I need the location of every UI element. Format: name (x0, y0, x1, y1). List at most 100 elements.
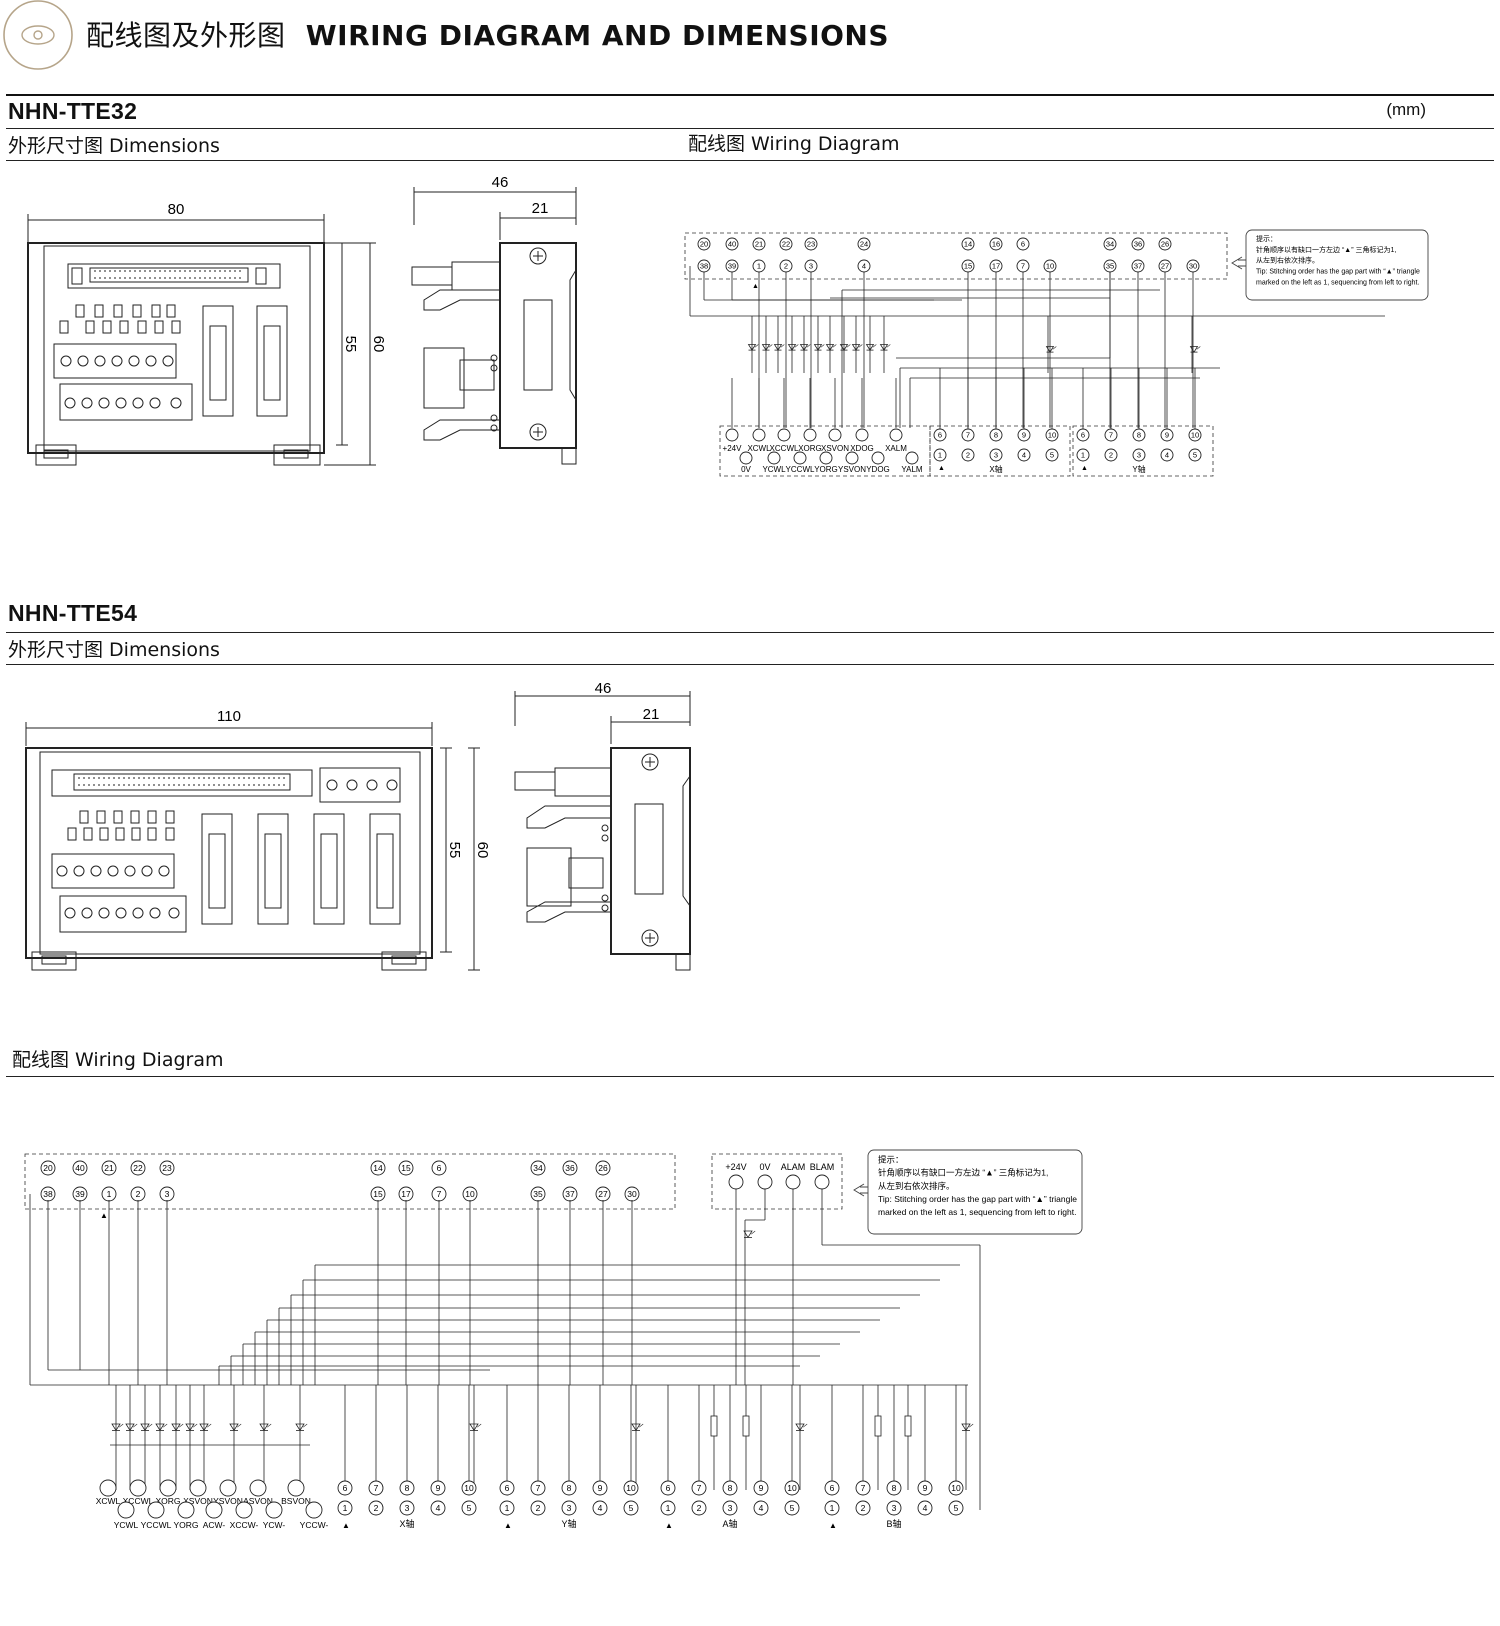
axis-pin: 8 (561, 1480, 577, 1496)
tip-text: marked on the left as 1, sequencing from… (878, 1207, 1076, 1217)
io-terminal-label: YCCWL (141, 1520, 172, 1530)
axis-pin: 3 (1132, 448, 1146, 462)
pin-number: 3 (405, 1503, 410, 1513)
pin-circle (753, 1500, 769, 1516)
pin-number: 9 (759, 1483, 764, 1493)
dim-side-width-tte54: 46 (595, 680, 612, 697)
pin-circle (871, 451, 885, 465)
pin-number: 15 (964, 262, 972, 271)
axis-label: A轴 (722, 1518, 737, 1529)
axis-pin: 8 (886, 1480, 902, 1496)
connector-pin-bottom: 15 (961, 259, 975, 273)
pin-circle (1131, 237, 1145, 251)
pin-circle (779, 237, 793, 251)
side-view-tte54: 46 21 (514, 680, 691, 971)
pin-circle (129, 1479, 147, 1497)
page-title-en: WIRING DIAGRAM AND DIMENSIONS (305, 19, 890, 52)
resistor-icon (742, 1415, 750, 1437)
led-indicator-icon (155, 1423, 168, 1432)
pin-circle (431, 1160, 447, 1176)
triangle-marker: ▲ (1081, 465, 1088, 472)
pin-circle (1016, 237, 1030, 251)
pin-number: 39 (728, 262, 736, 271)
power-terminal-label: 0V (759, 1162, 770, 1172)
io-terminal-label: YCWL (762, 465, 786, 474)
io-terminal (777, 428, 791, 442)
axis-pin: 3 (722, 1500, 738, 1516)
axis-pin: 6 (933, 428, 947, 442)
io-terminal-label: XSVON (821, 444, 849, 453)
pin-circle (845, 451, 859, 465)
header-divider (6, 94, 1494, 96)
axis-pin: 6 (1076, 428, 1090, 442)
connector-pin-top: 14 (961, 237, 975, 251)
pin-number: 3 (165, 1189, 170, 1199)
io-terminal-label: XALM (885, 444, 907, 453)
power-terminal (814, 1174, 830, 1190)
axis-pin: 2 (691, 1500, 707, 1516)
axis-pin: 9 (1160, 428, 1174, 442)
connector-pin-top: 16 (989, 237, 1003, 251)
axis-pin: 10 (461, 1480, 477, 1496)
triangle-marker: ▲ (752, 283, 759, 290)
pin-circle (828, 428, 842, 442)
connector-pin-bottom: 17 (989, 259, 1003, 273)
axis-pin: 2 (530, 1500, 546, 1516)
led-indicator-icon (229, 1423, 242, 1432)
pin-circle (595, 1160, 611, 1176)
pin-number: 17 (401, 1189, 411, 1199)
arrow-icon (1231, 256, 1246, 270)
pin-circle (287, 1479, 305, 1497)
pin-number: 7 (374, 1483, 379, 1493)
dim-outer-height-tte32: 60 (370, 336, 387, 353)
pin-number: 7 (861, 1483, 866, 1493)
pin-number: 7 (1021, 262, 1025, 271)
pin-circle (1103, 237, 1117, 251)
connector-pin-top: 36 (562, 1160, 578, 1176)
axis-pin: 6 (499, 1480, 515, 1496)
led-indicator-icon (1189, 346, 1201, 353)
pin-number: 6 (343, 1483, 348, 1493)
connector-pin-bottom: 10 (1043, 259, 1057, 273)
axis-pin: 5 (623, 1500, 639, 1516)
connector-pin-top: 20 (40, 1160, 56, 1176)
axis-pin: 4 (753, 1500, 769, 1516)
pin-number: 5 (954, 1503, 959, 1513)
dim-side-rail-tte32: 21 (532, 200, 549, 217)
io-terminal-label: YDOG (866, 465, 890, 474)
axis-pin: 7 (691, 1480, 707, 1496)
pin-circle (728, 1174, 744, 1190)
pin-number: 4 (759, 1503, 764, 1513)
tip-text: 从左到右依次排序。 (878, 1181, 955, 1191)
pin-circle (561, 1500, 577, 1516)
pin-number: 3 (1137, 451, 1141, 460)
connector-pin-bottom: 35 (1103, 259, 1117, 273)
pin-number: 26 (1161, 240, 1169, 249)
pin-number: 6 (1081, 431, 1085, 440)
pin-circle (40, 1160, 56, 1176)
pin-number: 1 (1081, 451, 1085, 460)
pin-circle (855, 428, 869, 442)
connector-pin-bottom: 30 (624, 1186, 640, 1202)
connector-pin-bottom: 27 (595, 1186, 611, 1202)
pin-number: 2 (374, 1503, 379, 1513)
power-terminal-label: ALAM (781, 1162, 806, 1172)
pin-circle (1160, 448, 1174, 462)
io-terminal-label: YALM (901, 465, 923, 474)
units-label: (mm) (1386, 100, 1426, 119)
pin-number: 8 (405, 1483, 410, 1493)
axis-pin: 3 (886, 1500, 902, 1516)
pin-number: 2 (1109, 451, 1113, 460)
connector-pin-top: 36 (1131, 237, 1145, 251)
tip-text: marked on the left as 1, sequencing from… (1256, 279, 1419, 286)
io-terminal-label: ASVON (243, 1496, 273, 1506)
io-terminal-label: XDOG (850, 444, 874, 453)
pin-number: 1 (666, 1503, 671, 1513)
axis-pin: 5 (1045, 448, 1059, 462)
io-terminal-label: +24V (723, 444, 743, 453)
pin-number: 10 (1048, 431, 1056, 440)
pin-circle (1017, 448, 1031, 462)
connector-pin-top: 40 (725, 237, 739, 251)
pin-number: 8 (994, 431, 998, 440)
